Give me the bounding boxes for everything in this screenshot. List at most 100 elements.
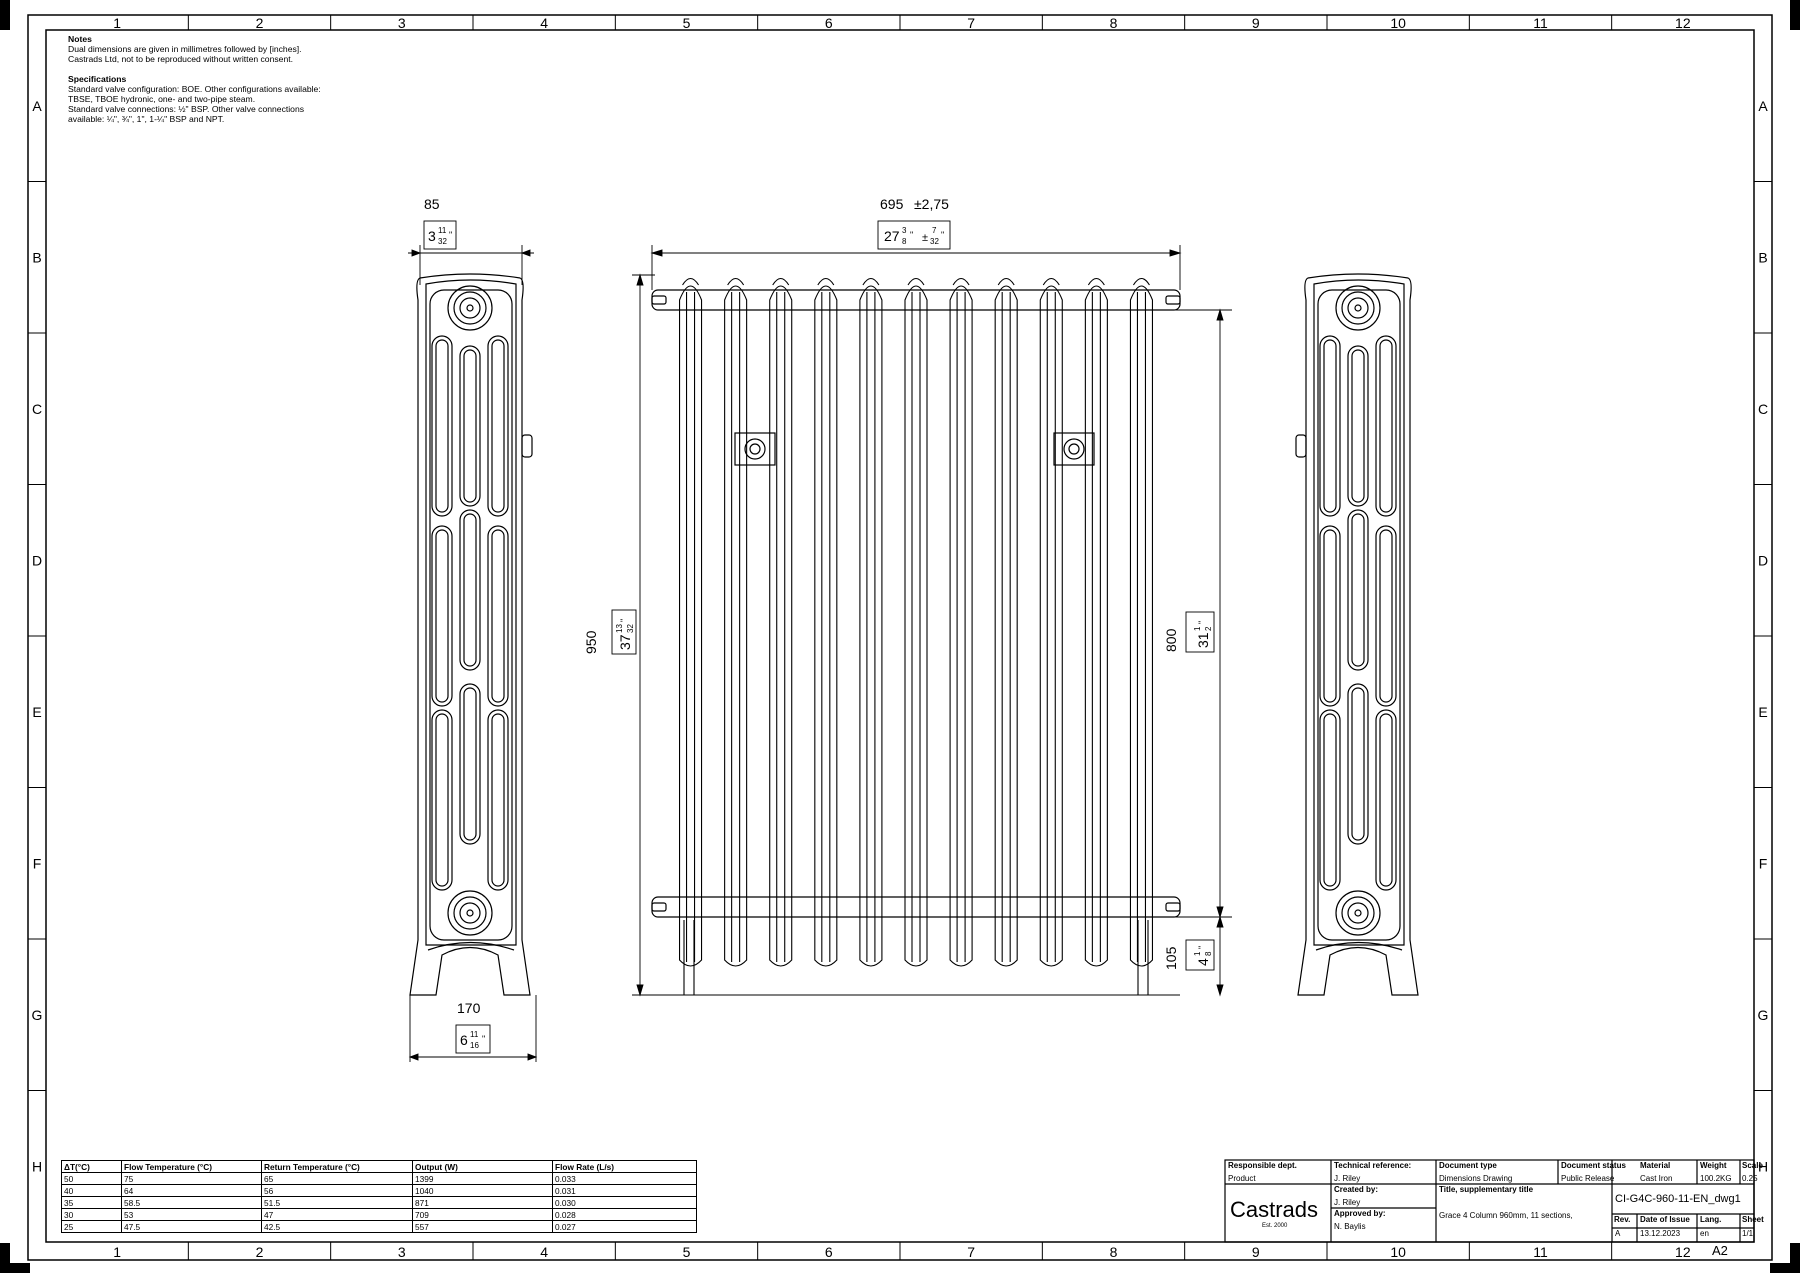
grid-label: 5 bbox=[683, 1244, 691, 1260]
svg-text:": " bbox=[1197, 946, 1207, 949]
section-top-cap bbox=[1042, 277, 1060, 286]
section-top-cap bbox=[952, 277, 970, 286]
grid-label: 12 bbox=[1675, 15, 1691, 31]
doc-status-label: Document status bbox=[1561, 1161, 1626, 1170]
grid-label: 3 bbox=[398, 15, 406, 31]
table-cell: 35 bbox=[61, 1196, 122, 1209]
dim-170-inch-num: 11 bbox=[470, 1030, 479, 1039]
svg-text:": " bbox=[1197, 621, 1207, 624]
scale: 0.25 bbox=[1742, 1174, 1758, 1183]
lang: en bbox=[1700, 1229, 1709, 1238]
table-header-cell: Return Temperature (°C) bbox=[261, 1160, 413, 1173]
notes-block: Notes Dual dimensions are given in milli… bbox=[68, 34, 321, 124]
grid-label: 11 bbox=[1533, 15, 1548, 31]
paper-size: A2 bbox=[1712, 1243, 1728, 1258]
table-header-cell: Flow Temperature (°C) bbox=[121, 1160, 262, 1173]
radiator-section bbox=[1039, 285, 1063, 967]
responsible-dept: Product bbox=[1228, 1174, 1256, 1183]
table-cell: 40 bbox=[61, 1184, 122, 1197]
radiator-section bbox=[994, 285, 1018, 967]
created-by: J. Riley bbox=[1334, 1198, 1361, 1207]
grid-label: E bbox=[1758, 704, 1767, 720]
approved-label: Approved by: bbox=[1334, 1209, 1386, 1218]
grid-label: 10 bbox=[1390, 1244, 1406, 1260]
spec-line: Standard valve configuration: BOE. Other… bbox=[68, 84, 321, 94]
side-view-right bbox=[1295, 273, 1419, 996]
table-cell: 0.028 bbox=[552, 1208, 697, 1221]
dim-950-inch-whole: 37 bbox=[617, 634, 633, 650]
svg-text:": " bbox=[449, 230, 452, 240]
side-view-left bbox=[409, 273, 533, 996]
dim-85-mm: 85 bbox=[424, 196, 440, 212]
section-top-cap bbox=[997, 277, 1015, 286]
table-row: 40 64 56 1040 0.031 bbox=[61, 1184, 697, 1197]
table-cell: 557 bbox=[412, 1220, 553, 1233]
section-top-cap bbox=[1132, 277, 1150, 286]
grid-label: C bbox=[1758, 401, 1768, 417]
table-cell: 1040 bbox=[412, 1184, 553, 1197]
material: Cast Iron bbox=[1640, 1174, 1673, 1183]
document-number: CI-G4C-960-11-EN_dwg1 bbox=[1615, 1193, 1741, 1205]
dim-170-mm: 170 bbox=[457, 1000, 481, 1016]
responsible-dept-label: Responsible dept. bbox=[1228, 1161, 1297, 1170]
sheet-label: Sheet bbox=[1742, 1215, 1764, 1224]
table-cell: 709 bbox=[412, 1208, 553, 1221]
table-cell: 53 bbox=[121, 1208, 262, 1221]
front-view-columns bbox=[678, 277, 1153, 995]
dim-105-inch-den: 8 bbox=[1204, 951, 1213, 956]
spec-line: available: ¼", ¾", 1", 1-¼" BSP and NPT. bbox=[68, 114, 225, 124]
date-of-issue: 13.12.2023 bbox=[1640, 1229, 1681, 1238]
dim-105-inch-num: 1 bbox=[1193, 951, 1202, 956]
grid-label: 5 bbox=[683, 15, 691, 31]
svg-text:": " bbox=[482, 1034, 485, 1044]
table-header-cell: Flow Rate (L/s) bbox=[552, 1160, 697, 1173]
grid-label: A bbox=[1758, 98, 1768, 114]
grid-label: 12 bbox=[1675, 1244, 1691, 1260]
grid-label: 3 bbox=[398, 1244, 406, 1260]
table-row: 30 53 47 709 0.028 bbox=[61, 1208, 697, 1221]
title-label: Title, supplementary title bbox=[1439, 1185, 1534, 1194]
notes-title: Notes bbox=[68, 34, 92, 44]
grid-label: 2 bbox=[256, 1244, 264, 1260]
grid-label: F bbox=[33, 855, 42, 871]
table-cell: 65 bbox=[261, 1172, 413, 1185]
table-cell: 64 bbox=[121, 1184, 262, 1197]
dim-85-inch-whole: 3 bbox=[428, 228, 436, 244]
grid-label: 9 bbox=[1252, 15, 1260, 31]
grid-label: 11 bbox=[1533, 1244, 1548, 1260]
dim-695-inch-den: 8 bbox=[902, 237, 907, 246]
table-header-cell: Output (W) bbox=[412, 1160, 553, 1173]
date-label: Date of Issue bbox=[1640, 1215, 1690, 1224]
dim-105-mm: 105 bbox=[1163, 946, 1179, 970]
table-header-row: ΔT(°C) Flow Temperature (°C) Return Temp… bbox=[61, 1160, 697, 1173]
section-top-cap bbox=[862, 277, 880, 286]
grid-label: A bbox=[32, 98, 42, 114]
scale-label: Scale bbox=[1742, 1161, 1763, 1170]
approved-by: N. Baylis bbox=[1334, 1222, 1366, 1231]
grid-label: B bbox=[1758, 249, 1767, 265]
table-cell: 51.5 bbox=[261, 1196, 413, 1209]
created-label: Created by: bbox=[1334, 1185, 1379, 1194]
grid-label: 7 bbox=[967, 15, 975, 31]
table-row: 50 75 65 1399 0.033 bbox=[61, 1172, 697, 1185]
notes-line: Dual dimensions are given in millimetres… bbox=[68, 44, 302, 54]
drawing-title: Grace 4 Column 960mm, 11 sections, bbox=[1439, 1211, 1573, 1220]
dim-170-inch-whole: 6 bbox=[460, 1032, 468, 1048]
dim-85-inch-den: 32 bbox=[438, 237, 447, 246]
dim-695-tol-den: 32 bbox=[930, 237, 939, 246]
dimension-lines bbox=[408, 220, 1232, 1062]
table-cell: 0.030 bbox=[552, 1196, 697, 1209]
table-row: 35 58.5 51.5 871 0.030 bbox=[61, 1196, 697, 1209]
grid-label: 8 bbox=[1110, 1244, 1118, 1260]
grid-label: 8 bbox=[1110, 15, 1118, 31]
tech-ref: J. Riley bbox=[1334, 1174, 1361, 1183]
dimension-texts: 85 3 11 32 " 695 ±2,75 27 3 8 " ± 7 32 "… bbox=[424, 196, 1213, 1050]
table-header-cell: ΔT(°C) bbox=[61, 1160, 122, 1173]
castrads-logo: Castrads bbox=[1230, 1197, 1319, 1222]
dim-950-inch-num: 13 bbox=[615, 624, 624, 633]
section-top-cap bbox=[817, 277, 835, 286]
grid-label: 4 bbox=[540, 1244, 548, 1260]
table-cell: 1399 bbox=[412, 1172, 553, 1185]
